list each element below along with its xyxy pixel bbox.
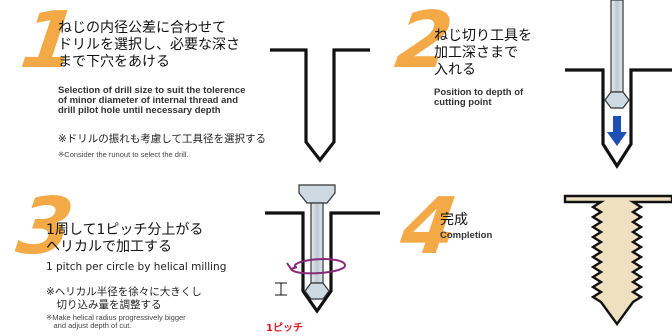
step-4-desc: Completion (440, 230, 493, 241)
step-3-note-en-line-1: ※Make helical radius progressively bigge… (46, 313, 186, 322)
step-1-title-line-1: ねじの内径公差に合わせて (58, 20, 226, 36)
step-1-desc-line-2: of minor diameter of internal thread and (58, 95, 238, 106)
step-1-note-en: ※Consider the runout to select the drill… (58, 150, 189, 159)
cutting-tool-tip (304, 282, 330, 300)
step-3-title-line-1: 1周して1ピッチ分上がる (46, 222, 204, 238)
step-1-title-line-2: ドリルを選択し、必要な深さ (58, 37, 240, 53)
step-3-note-jp-line-2: 切り込み量を調整する (46, 299, 162, 311)
step-2-tool-insertion-figure (565, 0, 672, 169)
helix-rotation-icon (290, 258, 347, 275)
step-4-title: 完成 (440, 212, 468, 228)
cutting-tool-head (298, 184, 336, 204)
step-1-desc-line-3: drill pilot hole until necessary depth (58, 105, 221, 116)
step-3-note-en-line-2: and adjust depth of cut. (46, 321, 132, 330)
step-2-desc-line-2: cutting point (434, 97, 492, 108)
step-3-helical-milling-figure (265, 184, 380, 314)
step-3-desc: 1 pitch per circle by helical milling (46, 261, 227, 273)
step-1-desc-line-1: Selection of drill size to suit the tole… (58, 85, 246, 96)
down-arrow-icon (607, 116, 627, 146)
step-1-pilot-hole-figure (270, 48, 370, 163)
step-3-title-line-2: ヘリカルで加工する (46, 239, 172, 255)
step-2-title-line-2: 加工深さまで (434, 45, 518, 61)
cutting-tool-shank (310, 202, 324, 284)
step-1-note-jp: ※ドリルの振れも考慮して工具径を選択する (58, 133, 266, 145)
step-1-title-line-3: まで下穴をあける (58, 54, 170, 70)
step-4-threaded-hole-figure (563, 194, 672, 327)
step-2-title-line-1: ねじ切り工具を (434, 28, 532, 44)
step-2-title-line-3: 入れる (434, 62, 476, 78)
pitch-label: 1ピッチ (266, 323, 303, 334)
cutting-tool-head (604, 91, 630, 109)
step-3-note-jp-line-1: ※ヘリカル半径を徐々に大きくし (46, 286, 202, 298)
cutting-tool-shank (610, 0, 624, 93)
step-2-desc-line-1: Position to depth of (434, 87, 524, 98)
